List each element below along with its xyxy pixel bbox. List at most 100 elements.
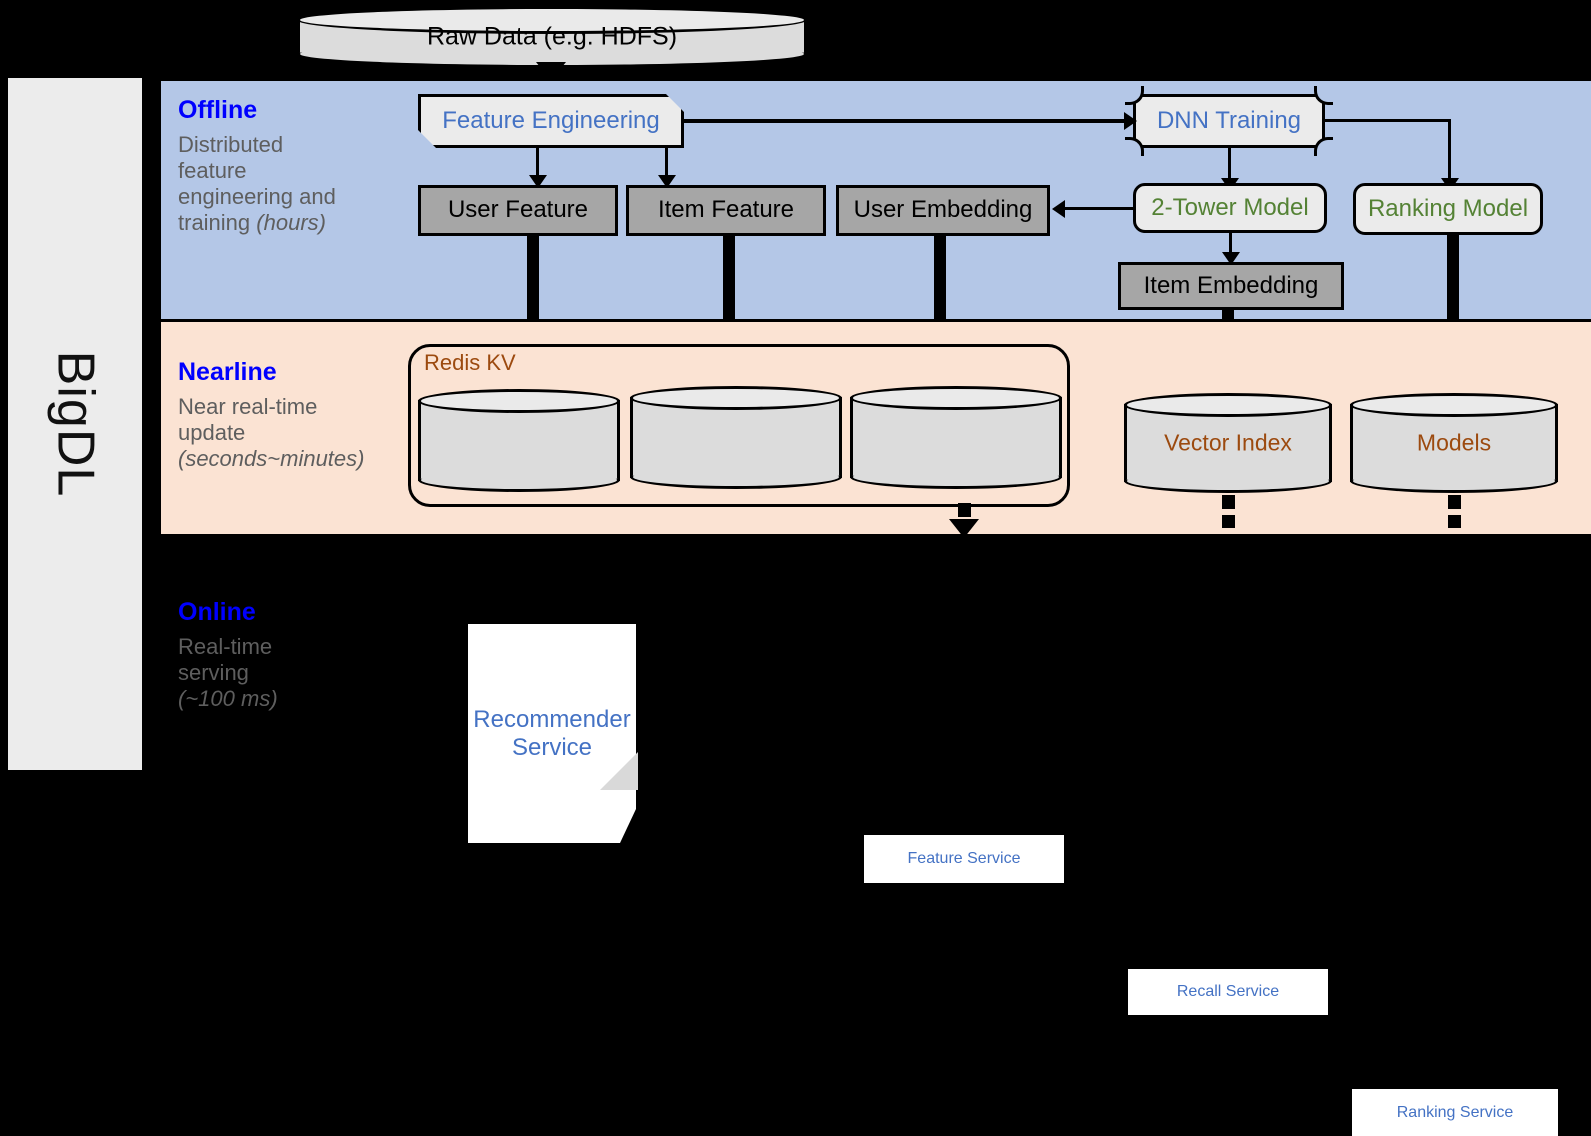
- cylinder-vector-index-label: Vector Index: [1164, 429, 1292, 456]
- node-ranking-model[interactable]: Ranking Model: [1353, 183, 1543, 235]
- cylinder-body: [850, 397, 1062, 478]
- online-desc-em: (~100 ms): [178, 685, 278, 711]
- arrow-dnn-twotower-line: [1228, 148, 1231, 181]
- online-desc-l1: Real-time: [178, 634, 273, 659]
- redis-kv-label: Redis KV: [424, 350, 516, 375]
- cylinder-top: [1124, 393, 1332, 417]
- dash-recallservice-1: [1222, 495, 1235, 509]
- node-dnn-training[interactable]: DNN Training: [1125, 86, 1333, 156]
- arrow-fe-userfeature-line: [536, 148, 539, 178]
- nearline-desc-em: (seconds~minutes): [178, 445, 365, 471]
- nearline-desc-l3: (seconds~minutes): [178, 446, 408, 472]
- arrow-twotower-itemembedding-head: [1222, 252, 1240, 265]
- node-item-feature[interactable]: Item Feature: [626, 185, 826, 236]
- dash-featureservice-head: [949, 519, 979, 538]
- arrow-twotower-userembedding-line: [1063, 207, 1133, 210]
- node-feature-service-label: Feature Service: [907, 850, 1021, 868]
- node-recommender-service[interactable]: Recommender Service: [468, 624, 636, 843]
- notch-bl-icon: [1125, 137, 1144, 156]
- cylinder-store-2[interactable]: [630, 386, 842, 489]
- offline-desc-l1: Distributed: [178, 132, 284, 157]
- arrow-fe-itemfeature-line: [665, 148, 668, 178]
- cylinder-store-3[interactable]: [850, 386, 1062, 489]
- cylinder-store-1[interactable]: [418, 389, 620, 492]
- node-feature-service[interactable]: Feature Service: [864, 835, 1064, 883]
- dash-rankingservice-2: [1448, 515, 1461, 528]
- notch-br-icon: [1314, 137, 1333, 156]
- nearline-stage-text: Nearline Near real-time update (seconds~…: [178, 358, 408, 472]
- node-user-feature[interactable]: User Feature: [418, 185, 618, 236]
- nearline-desc: Near real-time update (seconds~minutes): [178, 394, 408, 472]
- node-ranking-service-label: Ranking Service: [1396, 1103, 1514, 1121]
- offline-stage-text: Offline Distributed feature engineering …: [178, 96, 393, 236]
- arrow-fe-userfeature-head: [529, 175, 547, 188]
- node-feature-engineering[interactable]: Feature Engineering: [418, 94, 684, 148]
- node-user-embedding-label: User Embedding: [853, 196, 1033, 224]
- offline-desc-l4-text: training: [178, 209, 257, 235]
- online-desc-l3: (~100 ms): [178, 686, 408, 712]
- offline-desc-l4: training (hours): [178, 210, 393, 236]
- node-item-embedding-label: Item Embedding: [1143, 271, 1319, 299]
- redis-kv-container: [408, 344, 1070, 507]
- cylinder-top: [297, 6, 807, 34]
- node-item-embedding[interactable]: Item Embedding: [1118, 262, 1344, 310]
- recommender-service-line2: Service: [511, 733, 593, 761]
- cylinder-top: [630, 386, 842, 410]
- cylinder-top: [1350, 393, 1558, 417]
- node-two-tower-model[interactable]: 2-Tower Model: [1133, 183, 1327, 233]
- arrow-dnn-ranking-v: [1448, 119, 1451, 181]
- dash-featureservice-1: [958, 503, 971, 517]
- bigdl-label: BigDL: [46, 350, 105, 498]
- nearline-desc-l2: update: [178, 419, 246, 445]
- arrow-fe-itemfeature-head: [658, 175, 676, 188]
- node-dnn-training-label: DNN Training: [1156, 106, 1302, 134]
- cylinder-models[interactable]: Models: [1350, 393, 1558, 493]
- cylinder-body: [630, 397, 842, 478]
- node-recommender-service-label: Recommender Service: [473, 706, 630, 762]
- diagram-canvas: BigDL Raw Data (e.g. HDFS) Offline Distr…: [8, 6, 1591, 1136]
- node-recall-service-label: Recall Service: [1176, 983, 1280, 1001]
- cylinder-body: [418, 400, 620, 481]
- online-panel: [158, 537, 1591, 789]
- cylinder-models-label: Models: [1416, 429, 1492, 456]
- online-title: Online: [178, 598, 256, 626]
- arrow-rawdata-fe-head: [536, 62, 566, 81]
- arrow-fe-dnn-line: [684, 119, 1127, 123]
- online-stage-text: Online Real-time serving (~100 ms): [178, 598, 408, 712]
- dash-rankingservice-1: [1448, 495, 1461, 509]
- node-ranking-model-label: Ranking Model: [1367, 194, 1529, 222]
- bigdl-rail: BigDL: [8, 78, 142, 770]
- arrow-fe-dnn-head: [1124, 112, 1137, 130]
- cylinder-body: [1124, 404, 1332, 482]
- raw-data-cylinder: Raw Data (e.g. HDFS): [297, 6, 807, 68]
- node-two-tower-model-label: 2-Tower Model: [1151, 193, 1309, 221]
- cylinder-body: [1350, 404, 1558, 482]
- dash-recallservice-2: [1222, 515, 1235, 528]
- cylinder-top: [418, 389, 620, 413]
- nearline-title: Nearline: [178, 358, 277, 386]
- offline-desc: Distributed feature engineering and trai…: [178, 132, 393, 236]
- offline-desc-l3: engineering and: [178, 183, 336, 209]
- offline-desc-em: (hours): [256, 209, 326, 235]
- node-recall-service[interactable]: Recall Service: [1128, 969, 1328, 1015]
- raw-data-label: Raw Data (e.g. HDFS): [426, 22, 678, 51]
- cylinder-vector-index[interactable]: Vector Index: [1124, 393, 1332, 493]
- arrow-twotower-userembedding-head: [1052, 200, 1065, 218]
- recall-service-fold-icon: [1315, 684, 1329, 695]
- notch-tr-icon: [1314, 86, 1333, 105]
- node-ranking-service[interactable]: Ranking Service: [1352, 1089, 1558, 1136]
- notch-tl-icon: [1125, 86, 1144, 105]
- nearline-desc-l1: Near real-time: [178, 394, 318, 419]
- node-item-feature-label: Item Feature: [657, 196, 795, 224]
- offline-desc-l2: feature: [178, 157, 247, 183]
- offline-title: Offline: [178, 96, 258, 124]
- node-user-embedding[interactable]: User Embedding: [836, 185, 1050, 236]
- arrow-dnn-ranking-h: [1325, 119, 1451, 122]
- node-feature-engineering-label: Feature Engineering: [442, 106, 660, 134]
- node-dnn-training-bg: [1133, 94, 1325, 148]
- arrow-twotower-itemembedding-line: [1229, 233, 1232, 255]
- node-user-feature-label: User Feature: [447, 196, 589, 224]
- online-desc: Real-time serving (~100 ms): [178, 634, 408, 712]
- cylinder-top: [850, 386, 1062, 410]
- online-desc-l2: serving: [178, 659, 249, 685]
